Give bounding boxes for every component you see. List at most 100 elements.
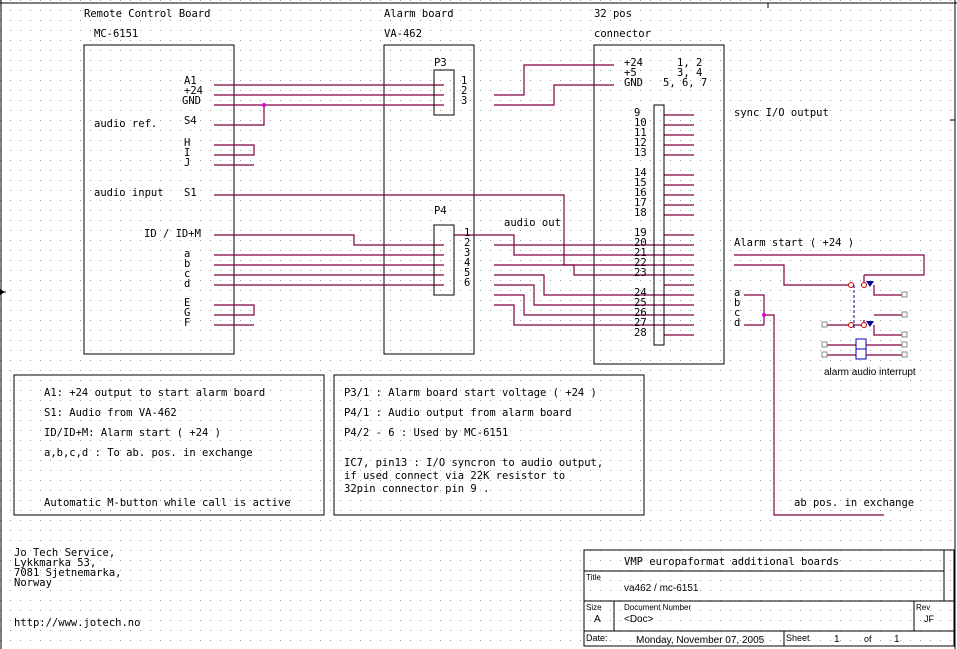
title-block-heading: VMP europaformat additional boards	[624, 556, 839, 568]
conn-pin: 23	[634, 267, 647, 279]
conn-pin: 12	[634, 137, 647, 149]
conn-p5-label: +5	[624, 67, 637, 79]
audio-out-label: audio out	[504, 217, 561, 229]
note-left: A1: +24 output to start alarm board	[44, 387, 265, 399]
date-label: Date:	[586, 633, 608, 643]
conn-pin: 20	[634, 237, 647, 249]
header-alarm-model: VA-462	[384, 28, 422, 40]
conn-p24-pins: 1, 2	[677, 57, 702, 69]
rev-value: JF	[924, 614, 935, 624]
of-value: 1	[894, 634, 900, 645]
conn-pin: 21	[634, 247, 647, 259]
conn-pin: 13	[634, 147, 647, 159]
conn-p5-pins: 3, 4	[677, 67, 702, 79]
note-right: if used connect via 22K resistor to	[344, 470, 565, 482]
interrupt-label: alarm audio interrupt	[824, 367, 916, 378]
conn-pin: 15	[634, 177, 647, 189]
pin-f-label: F	[184, 317, 190, 329]
pin-idm-label: ID / ID+M	[144, 228, 201, 240]
header-alarm-board: Alarm board	[384, 8, 454, 20]
connector-box	[593, 44, 725, 365]
conn-pin: 28	[634, 327, 647, 339]
pin-i-label: I	[184, 147, 190, 159]
sheet-value: 1	[834, 634, 840, 645]
pin-h-label: H	[184, 137, 190, 149]
title-block: VMP europaformat additional boards Title…	[583, 549, 955, 647]
note-right: P4/2 - 6 : Used by MC-6151	[344, 427, 508, 439]
pin-g-label: G	[184, 307, 190, 319]
p4-header	[433, 224, 455, 296]
alarm-connector-labels: P3 1 2 3 P4 1 2 3 4 5 6 audio out	[434, 57, 561, 289]
conn-pin: 19	[634, 227, 647, 239]
header-connector: connector	[594, 28, 651, 40]
header-connector-pos: 32 pos	[594, 8, 632, 20]
wires	[214, 64, 925, 516]
junction-dot	[262, 103, 266, 107]
alarm-start-label: Alarm start ( +24 )	[734, 237, 854, 249]
p3-pin-2: 2	[461, 85, 467, 97]
remote-pin-labels: A1 +24 GND audio ref. S4 H I J audio inp…	[94, 75, 203, 329]
ab-pos-label: ab pos. in exchange	[794, 497, 914, 509]
pin-a-label: a	[184, 248, 190, 260]
title-value: va462 / mc-6151	[624, 583, 699, 594]
connector32-labels: +24 1, 2 +5 3, 4 GND 5, 6, 7 9 10 11 12 …	[624, 57, 707, 339]
conn-pin: 26	[634, 307, 647, 319]
pin-p24-label: +24	[184, 85, 203, 97]
p4-pin-6: 6	[464, 277, 470, 289]
notes-right-box	[333, 374, 645, 516]
p3-header	[433, 69, 455, 116]
notes-left-box	[13, 374, 325, 516]
conn-pin: 16	[634, 187, 647, 199]
note-left: ID/ID+M: Alarm start ( +24 )	[44, 427, 221, 439]
conn-pin: 9	[634, 107, 640, 119]
pin-s1-label: S1	[184, 187, 197, 199]
title-label: Title	[586, 573, 601, 582]
of-label: of	[864, 634, 872, 644]
p4-label: P4	[434, 205, 447, 217]
conn-p24-label: +24	[624, 57, 643, 69]
company-name: Jo Tech Service,	[14, 547, 115, 559]
right-a-label: a	[734, 287, 740, 299]
note-left: a,b,c,d : To ab. pos. in exchange	[44, 447, 253, 459]
right-c-label: c	[734, 307, 740, 319]
pin-c-label: c	[184, 268, 190, 280]
note-left: S1: Audio from VA-462	[44, 407, 177, 419]
size-value: A	[594, 614, 601, 625]
sheet-label: Sheet	[786, 633, 810, 643]
company-city: 7081 Sjetnemarka,	[14, 567, 121, 579]
remote-board-box	[83, 44, 235, 355]
p3-label: P3	[434, 57, 447, 69]
pin-d-label: d	[184, 278, 190, 290]
header-remote-board: Remote Control Board	[84, 8, 210, 20]
docnum-value: <Doc>	[624, 614, 654, 625]
pin-j-label: J	[184, 157, 190, 169]
date-value: Monday, November 07, 2005	[636, 635, 765, 646]
audio-ref-label: audio ref.	[94, 118, 157, 130]
pin-s4-label: S4	[184, 115, 197, 127]
company-country: Norway	[14, 577, 52, 589]
note-left: Automatic M-button while call is active	[44, 497, 291, 509]
conn-pin: 11	[634, 127, 647, 139]
note-right: P4/1 : Audio output from alarm board	[344, 407, 572, 419]
pin-e-label: E	[184, 297, 190, 309]
conn-gnd-label: GND	[624, 77, 643, 89]
conn-pin: 18	[634, 207, 647, 219]
p3-pin-3: 3	[461, 95, 467, 107]
pin-b-label: b	[184, 258, 190, 270]
p4-pin-1: 1	[464, 227, 470, 239]
p4-pin-4: 4	[464, 257, 470, 269]
rev-label: Rev	[916, 603, 930, 612]
conn-pin: 17	[634, 197, 647, 209]
pin-a1-label: A1	[184, 75, 197, 87]
right-d-label: d	[734, 317, 740, 329]
conn-pin: 27	[634, 317, 647, 329]
alarm-board-box	[383, 44, 475, 355]
p4-pin-2: 2	[464, 237, 470, 249]
audio-input-label: audio input	[94, 187, 164, 199]
conn-pin: 24	[634, 287, 647, 299]
sync-output-label: sync I/O output	[734, 107, 829, 119]
conn-pin: 22	[634, 257, 647, 269]
conn-pin: 10	[634, 117, 647, 129]
